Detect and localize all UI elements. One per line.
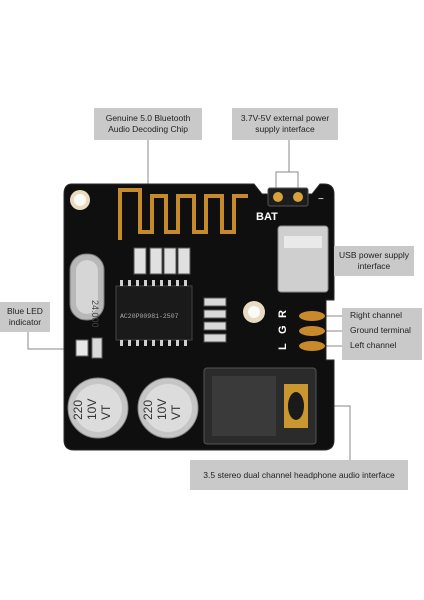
resistor-1 bbox=[133, 247, 147, 275]
resistor-3 bbox=[163, 247, 177, 275]
plus-label: + bbox=[264, 182, 270, 193]
mount-hole-right-center bbox=[248, 306, 260, 318]
chip-pins bbox=[120, 280, 187, 346]
right-channel-pad bbox=[299, 311, 325, 321]
usb-opening bbox=[284, 236, 322, 248]
left-channel-label: Left channel bbox=[350, 340, 397, 350]
ground-terminal-label: Ground terminal bbox=[350, 325, 411, 335]
capacitor-2-top bbox=[144, 384, 192, 432]
resistor-4 bbox=[177, 247, 191, 275]
cap2-line2: 10V bbox=[155, 399, 169, 420]
chip-marking: AC20P00981-2507 bbox=[120, 313, 179, 320]
led-resistor bbox=[91, 337, 103, 359]
chip-callout: Genuine 5.0 Bluetooth Audio Decoding Chi… bbox=[94, 108, 202, 140]
bat-label: BAT bbox=[256, 211, 278, 223]
usb-callout: USB power supply interface bbox=[334, 246, 414, 276]
ground-pad bbox=[299, 326, 325, 336]
r-label: R bbox=[277, 310, 289, 318]
l-label: L bbox=[277, 343, 289, 350]
cap2-line3: VT bbox=[169, 404, 183, 420]
power-leader-2 bbox=[289, 171, 299, 188]
power-leader bbox=[275, 138, 290, 188]
cap2-line1: 220 bbox=[141, 400, 155, 420]
led-callout: Blue LED indicator bbox=[0, 302, 50, 332]
bat-pad-plus bbox=[273, 192, 283, 202]
left-channel-pad bbox=[299, 341, 325, 351]
cap1-line2: 10V bbox=[85, 399, 99, 420]
jack-opening bbox=[288, 392, 304, 420]
crystal-label: 24.000 bbox=[90, 300, 100, 328]
led-leader bbox=[27, 331, 76, 350]
side-components bbox=[203, 297, 227, 343]
power-callout: 3.7V-5V external power supply interface bbox=[232, 108, 338, 140]
resistor-2 bbox=[149, 247, 163, 275]
jack-callout: 3.5 stereo dual channel headphone audio … bbox=[190, 460, 408, 490]
capacitor-2-text: 220 10V VT bbox=[141, 399, 183, 420]
bat-pad-minus bbox=[293, 192, 303, 202]
cap1-line3: VT bbox=[99, 404, 113, 420]
right-channel-label: Right channel bbox=[350, 310, 402, 320]
crystal-top bbox=[76, 260, 98, 314]
capacitor-1-top bbox=[74, 384, 122, 432]
minus-label: − bbox=[318, 194, 324, 205]
jack-body bbox=[212, 376, 276, 436]
passive-row bbox=[133, 247, 191, 275]
bluetooth-chip bbox=[115, 285, 193, 341]
lgr-callout-bg bbox=[342, 308, 422, 360]
blue-led bbox=[75, 339, 89, 357]
pcb-antenna bbox=[118, 188, 248, 240]
cap1-line1: 220 bbox=[71, 400, 85, 420]
g-label: G bbox=[277, 325, 289, 334]
capacitor-1-text: 220 10V VT bbox=[71, 399, 113, 420]
usb-connector bbox=[277, 225, 329, 293]
mount-hole-center bbox=[74, 194, 86, 206]
